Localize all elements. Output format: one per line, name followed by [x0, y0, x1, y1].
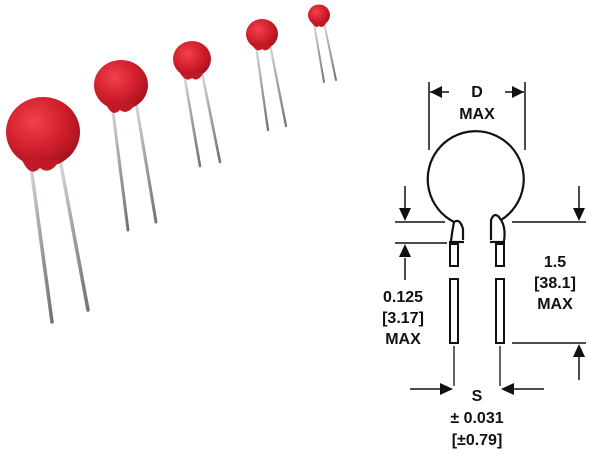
- component-body-outline: [426, 130, 525, 244]
- coating-runout-value: 0.125: [383, 289, 423, 306]
- diameter-symbol: D: [471, 84, 483, 101]
- lead-length-value: 1.5: [544, 254, 566, 271]
- lead-length-qualifier: MAX: [537, 296, 573, 313]
- leads: [449, 243, 505, 386]
- lead-length-dimension: [512, 186, 586, 380]
- varistor-1: [6, 97, 90, 324]
- varistor-5: [308, 4, 337, 83]
- varistor-3: [173, 41, 222, 168]
- varistor-4: [246, 19, 288, 132]
- spacing-metric: [±0.79]: [452, 432, 503, 449]
- coating-runout-qualifier: MAX: [385, 331, 421, 348]
- varistor-2: [94, 60, 158, 232]
- dimension-labels: D MAX 1.5 [38.1] MAX 0.125 [3.17] MAX S …: [382, 84, 576, 449]
- coating-runout-dimension: [395, 186, 447, 280]
- spacing-symbol: S: [472, 388, 483, 405]
- dimension-drawing: [395, 82, 586, 395]
- lead-length-metric: [38.1]: [534, 275, 576, 292]
- diameter-dimension: [428, 82, 526, 150]
- spacing-dimension: [410, 383, 544, 395]
- diameter-qualifier: MAX: [459, 106, 495, 123]
- component-photo: [6, 4, 337, 324]
- coating-runout-metric: [3.17]: [382, 310, 424, 327]
- spacing-tolerance: ± 0.031: [450, 410, 503, 427]
